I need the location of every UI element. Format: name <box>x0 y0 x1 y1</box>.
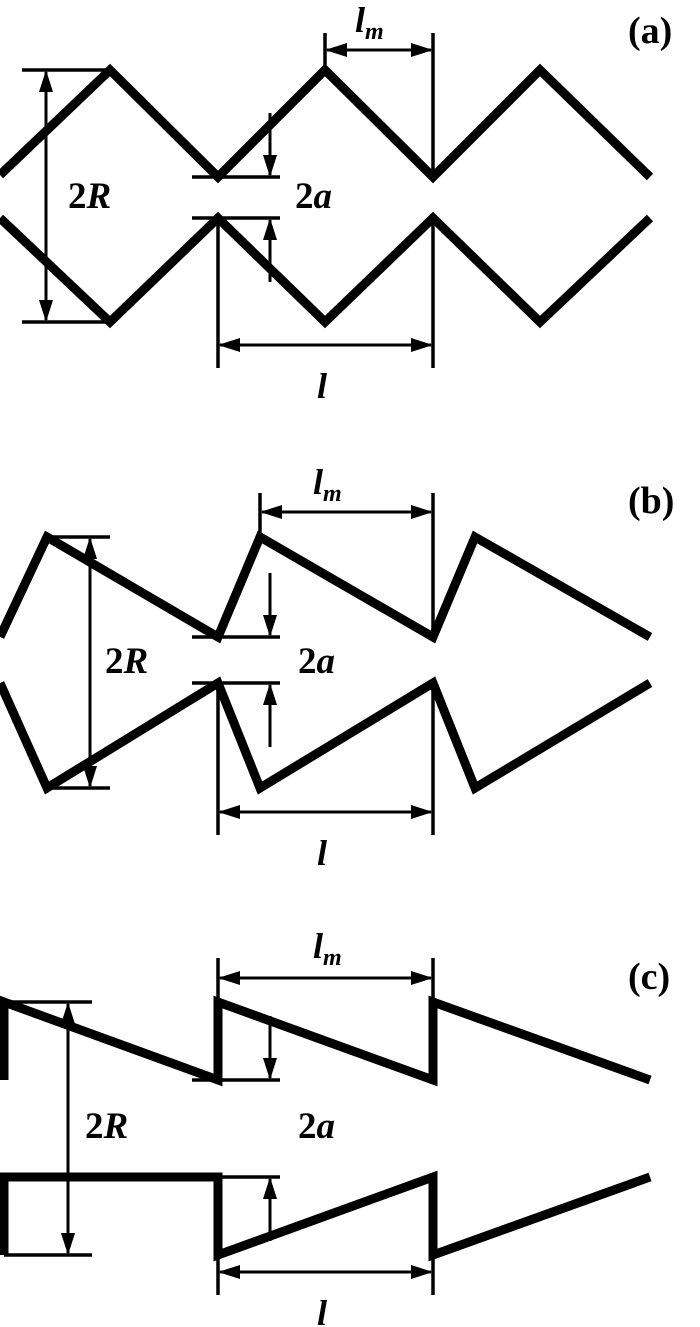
panel-a-letter: (a) <box>628 10 673 52</box>
panel-a-period-dimension <box>216 218 435 368</box>
panel-a: 2R 2a lm l (a) <box>0 0 700 420</box>
panel-c-gap-label: 2R <box>85 1106 129 1147</box>
panel-a-amplitude-upper <box>192 113 280 179</box>
panel-c-amplitude-label: 2a <box>298 1106 335 1147</box>
panel-b-modulation-dimension <box>258 493 435 635</box>
panel-a-period-label: l <box>317 366 328 406</box>
panel-b-gap-dimension <box>47 535 110 790</box>
panel-c-gap-dimension <box>4 1000 92 1257</box>
panel-c-period-dimension <box>216 1177 435 1295</box>
panel-a-amplitude-lower <box>192 216 280 282</box>
panel-b-period-dimension <box>216 683 435 835</box>
panel-c-letter: (c) <box>628 956 671 998</box>
panel-b-period-label: l <box>317 833 328 873</box>
panel-c-modulation-dimension <box>216 958 435 1002</box>
panel-a-lower-profile <box>0 211 654 329</box>
panel-b-lower-profile <box>0 676 653 795</box>
panel-c-amplitude-lower <box>192 1175 280 1241</box>
panel-b-gap-label: 2R <box>105 641 149 682</box>
panel-b-modulation-label: lm <box>313 462 342 508</box>
panel-a-amplitude-label: 2a <box>295 176 332 217</box>
panel-c-period-label: l <box>317 1293 328 1327</box>
panel-b-amplitude-label: 2a <box>298 641 335 682</box>
panel-c-drawing <box>0 958 652 1295</box>
panel-b-upper-profile <box>0 530 653 644</box>
panel-a-drawing <box>0 33 654 368</box>
panel-c-upper-profile <box>0 995 652 1087</box>
panel-a-upper-profile <box>0 63 654 184</box>
panel-c-modulation-label: lm <box>313 926 342 972</box>
panel-c: 2R 2a lm l (c) <box>0 900 700 1327</box>
panel-b-amplitude-upper <box>192 573 280 639</box>
panel-b-drawing <box>0 493 653 835</box>
panel-a-gap-label: 2R <box>68 176 112 217</box>
panel-a-modulation-dimension <box>323 33 435 175</box>
panel-b: 2R 2a lm l (b) <box>0 450 700 873</box>
panel-a-modulation-label: lm <box>355 0 384 46</box>
panel-b-amplitude-lower <box>192 681 280 747</box>
panel-a-gap-dimension <box>22 68 112 324</box>
panel-b-letter: (b) <box>628 480 675 522</box>
panel-c-lower-profile <box>0 1170 652 1262</box>
panel-c-amplitude-upper <box>192 1016 280 1082</box>
